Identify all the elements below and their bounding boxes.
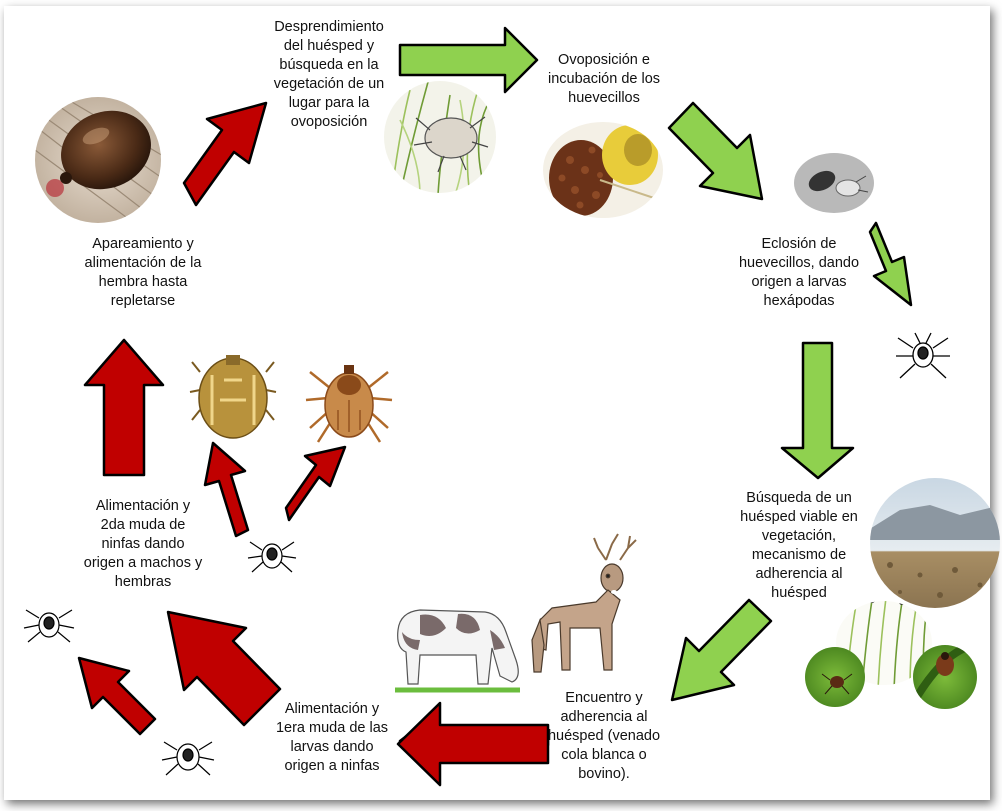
red-arrow-1b (398, 703, 548, 785)
stage-first-molt-label: Alimentación y 1era muda de las larvas d… (262, 700, 402, 776)
stage-second-molt-label: Alimentación y 2da muda de ninfas dando … (70, 497, 216, 592)
stage-host-search-label: Búsqueda de un huésped viable en vegetac… (724, 489, 874, 603)
deer-drawing (532, 534, 636, 672)
red-arrow-3 (79, 658, 155, 734)
stage-encounter-label: Encuentro y adherencia al huésped (venad… (535, 689, 673, 784)
green-arrow-5 (672, 600, 771, 700)
egg-mass-photo (540, 120, 670, 220)
stage-detachment-label: Desprendimiento del huésped y búsqueda e… (258, 18, 400, 132)
male-tick-drawing (190, 355, 276, 438)
hatching-egg-photo (790, 150, 880, 215)
cow-drawing (395, 610, 520, 690)
green-arrow-4 (782, 343, 853, 478)
larva-drawing (896, 333, 950, 378)
red-arrow-4 (85, 340, 163, 475)
green-arrow-2 (669, 103, 762, 199)
red-arrow-7 (184, 103, 266, 205)
green-arrow-3 (870, 223, 911, 305)
red-arrow-6 (286, 447, 345, 520)
tick-in-grass-drawing (384, 81, 496, 195)
engorged-tick-photo (30, 95, 170, 225)
stage-hatching-label: Eclosión de huevecillos, dando origen a … (724, 235, 874, 311)
dry-landscape-photo (868, 478, 1002, 610)
stage-oviposition-label: Ovoposición e incubación de los huevecil… (533, 51, 675, 108)
stage-mating-label: Apareamiento y alimentación de la hembra… (68, 235, 218, 311)
green-arrow-1 (400, 28, 537, 92)
female-tick-drawing (306, 365, 392, 442)
